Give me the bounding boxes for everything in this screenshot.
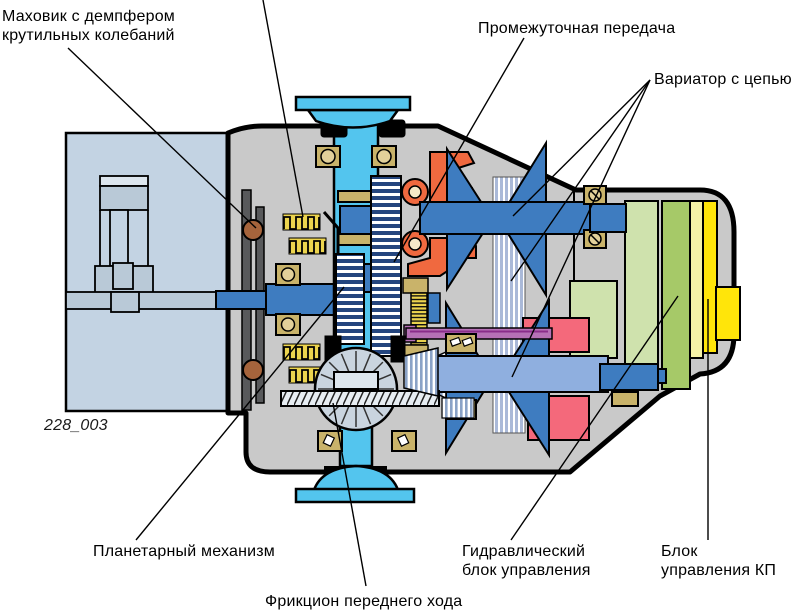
output-flange-bottom: [294, 464, 416, 504]
primary-pulley: [419, 139, 627, 299]
crank-pedestal: [110, 291, 140, 313]
planetary-differential: [280, 335, 475, 432]
piston-body: [99, 185, 149, 211]
bearing-ball: [280, 317, 296, 332]
label-forward-clutch: Фрикцион переднего хода: [265, 593, 462, 610]
connecting-rod: [109, 209, 129, 267]
secondary-shaft: [435, 355, 609, 393]
gear-columns: [335, 175, 402, 357]
roller-bearing: [391, 430, 417, 452]
hydraulic-and-ecu-stack: [569, 200, 741, 390]
primary-shaft: [419, 201, 593, 235]
ring-gear-plate: [280, 390, 440, 407]
piston-crown: [99, 175, 149, 187]
leader-forward-clutch: [332, 402, 367, 587]
clutch-ring-core: [408, 237, 422, 251]
flange-bar-bottom: [294, 487, 416, 504]
hydraulic-plate-green: [661, 200, 691, 390]
leader-intermediate-gear: [393, 37, 525, 263]
hydraulic-plate-light: [624, 200, 659, 389]
label-intermediate-gear: Промежуточная передача: [478, 20, 675, 37]
label-tcu-line1: Блок: [661, 543, 698, 560]
bearing-ball: [280, 267, 296, 282]
shaft-nub: [657, 368, 667, 384]
flange-bowl-bottom: [312, 464, 400, 492]
pinion-cylinder: [333, 371, 379, 390]
leader-hydraulic: [510, 295, 679, 541]
damper-bolt-bottom: [242, 359, 264, 381]
label-flywheel-line2: крутильных колебаний: [2, 27, 175, 44]
label-flywheel-line1: Маховик с демпфером: [2, 8, 175, 25]
crankshaft-input: [215, 263, 335, 336]
crankshaft-stub: [215, 290, 273, 310]
leader-variator-2: [510, 79, 651, 282]
damper-spring: [282, 213, 321, 231]
input-gear-column: [370, 175, 402, 357]
bearing-plate: [611, 391, 639, 407]
leader-planetary: [135, 286, 345, 541]
primary-shaft-end: [589, 203, 627, 233]
screw-slot: [590, 234, 600, 244]
labels: Маховик с демпфером крутильных колебаний…: [2, 8, 792, 610]
leader-cropped-top-label: [262, 0, 304, 218]
thrust-washer: [337, 233, 373, 246]
damper-cage-upper: [322, 211, 340, 258]
piston-assembly: [65, 175, 228, 313]
crankcase-band: [65, 291, 228, 310]
bearing-ball: [320, 148, 336, 165]
clutch-ring-core: [408, 185, 422, 199]
label-variator: Вариатор с цепью: [654, 71, 792, 88]
bearing-ball: [376, 148, 392, 165]
spring-seat-top: [402, 277, 429, 294]
output-flange-top: [294, 95, 412, 129]
flange-bar-top: [294, 95, 412, 112]
roller-bearing: [317, 430, 343, 452]
figure-id: 228_003: [43, 417, 108, 434]
label-tcu-line2: управления КП: [661, 562, 776, 579]
clutch-mount-right: [390, 335, 406, 363]
bevel-gear-right: [403, 347, 439, 397]
screw-slot: [590, 190, 600, 200]
shift-rod: [405, 327, 553, 340]
damper-spring: [282, 343, 321, 361]
clutch-plate: [427, 292, 441, 324]
label-planetary: Планетарный механизм: [93, 543, 275, 560]
thrust-washer: [337, 190, 373, 203]
engine-block: [64, 131, 230, 413]
roller-bearing: [445, 333, 477, 354]
tcu-board-yellow: [702, 200, 718, 354]
sun-gear-column: [335, 253, 365, 345]
damper-bolt-top: [242, 219, 264, 241]
label-hydraulic-line1: Гидравлический: [462, 543, 585, 560]
bevel-gear-lower: [441, 397, 475, 419]
leader-lines: [67, 0, 709, 587]
tcu-connector-tab: [715, 286, 741, 341]
leader-flywheel: [67, 47, 257, 229]
flange-bowl-top: [305, 108, 401, 129]
damper-spring: [288, 237, 327, 255]
tcu-board-pale: [689, 200, 704, 359]
gear-hub-upper: [339, 205, 375, 235]
leader-variator-3: [511, 79, 651, 378]
crank-journal: [112, 262, 134, 290]
label-hydraulic-line2: блок управления: [462, 562, 591, 579]
leader-variator-1: [512, 79, 651, 217]
crankshaft-hub: [265, 283, 335, 316]
